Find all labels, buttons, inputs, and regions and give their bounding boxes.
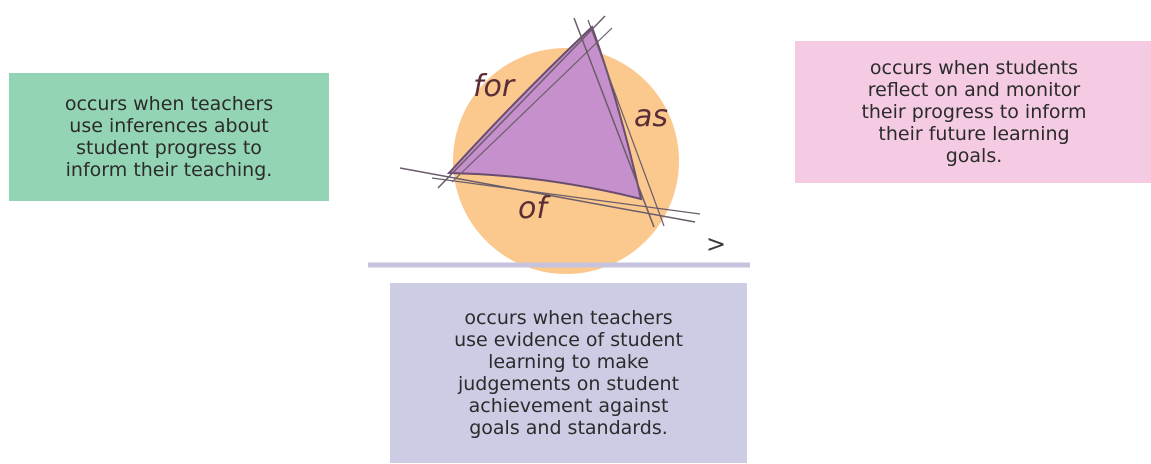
of-label: of <box>518 191 551 226</box>
of-edge-line <box>399 167 696 223</box>
as-edge-line-secondary <box>587 19 665 227</box>
arrow-icon: > <box>706 230 726 258</box>
assessment-as-learning-box: occurs when students reflect on and moni… <box>795 41 1151 183</box>
for-label: for <box>473 69 516 104</box>
for-edge-line <box>437 15 606 189</box>
assessment-for-learning-box: occurs when teachers use inferences abou… <box>9 73 329 201</box>
assessment-as-learning-text: occurs when students reflect on and moni… <box>861 57 1087 167</box>
assessment-of-learning-text: occurs when teachers use evidence of stu… <box>454 307 683 439</box>
for-edge-line-secondary <box>451 27 613 183</box>
as-edge-line <box>573 17 655 228</box>
assessment-for-learning-text: occurs when teachers use inferences abou… <box>64 93 274 181</box>
as-label: as <box>634 99 668 134</box>
triangle-shape <box>446 25 643 201</box>
of-edge-line-secondary <box>431 177 701 215</box>
assessment-of-learning-box: occurs when teachers use evidence of stu… <box>390 283 747 463</box>
